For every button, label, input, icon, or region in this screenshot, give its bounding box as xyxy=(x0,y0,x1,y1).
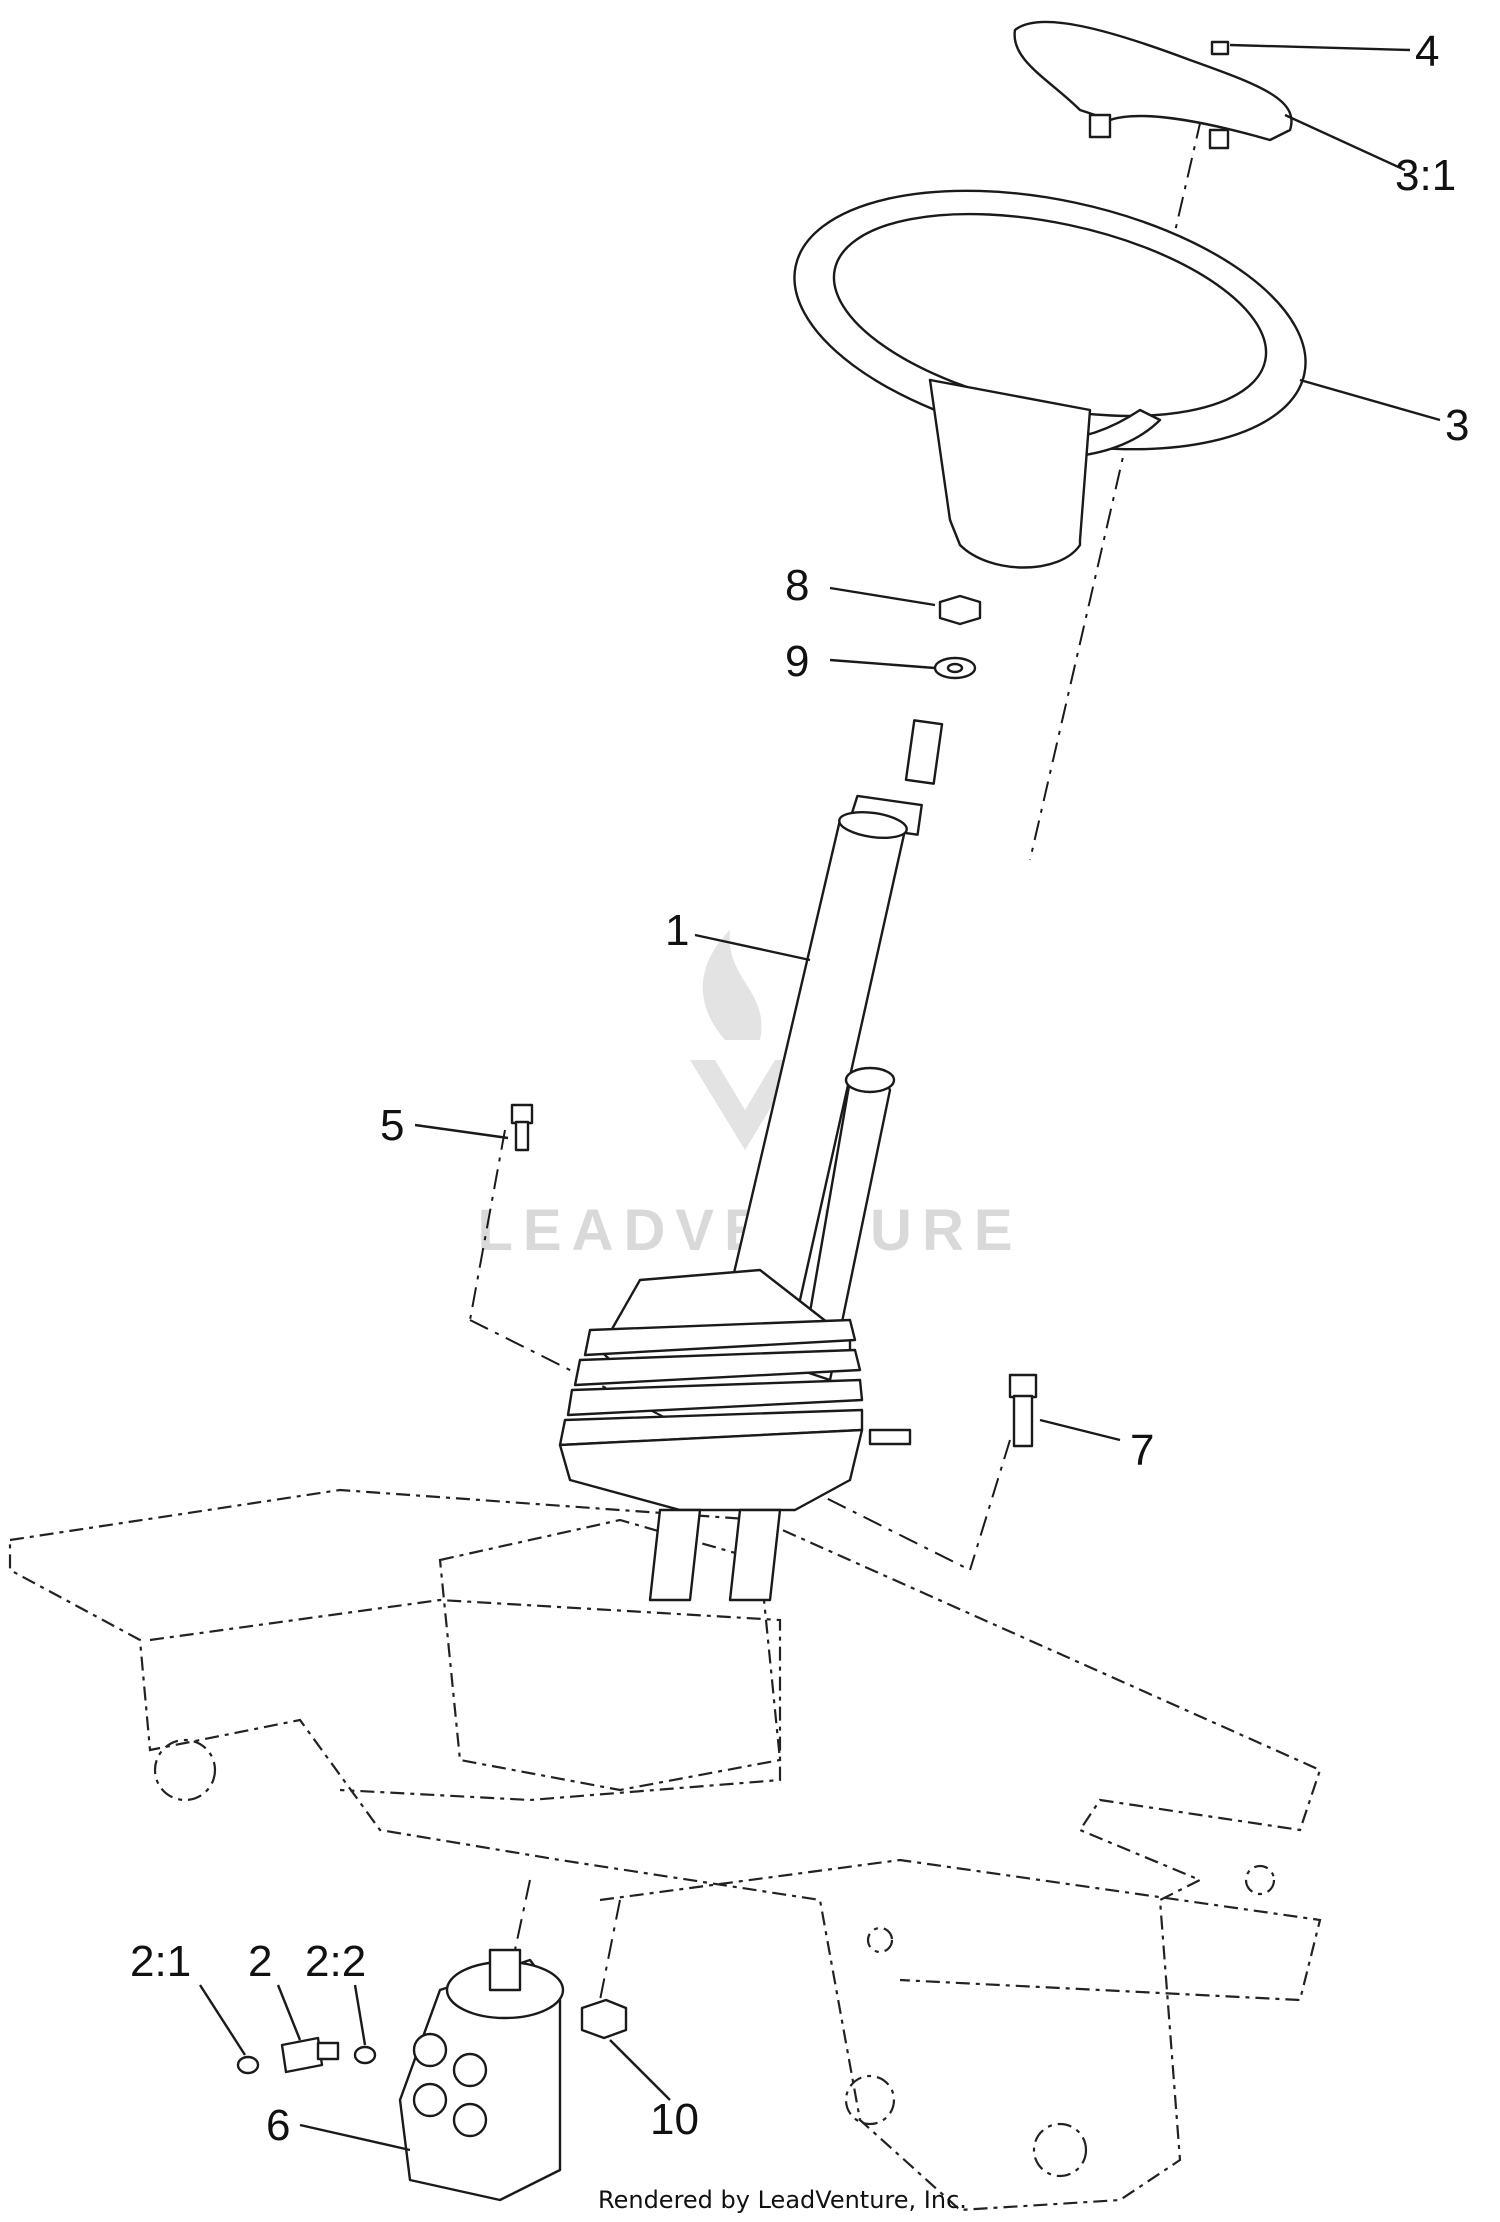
hex-nut-8 xyxy=(938,594,982,626)
nut-10 xyxy=(580,1998,628,2040)
steering-wheel xyxy=(793,189,1307,569)
screw-7 xyxy=(1008,1373,1038,1448)
callout-3: 3 xyxy=(1445,401,1469,450)
washer-9 xyxy=(933,656,977,680)
callout-9: 9 xyxy=(785,637,809,686)
frame-outline xyxy=(8,1488,1322,2212)
steering-wheel-cap xyxy=(1013,20,1293,150)
footer-credit: Rendered by LeadVenture, Inc. xyxy=(598,2186,967,2214)
callout-2: 2 xyxy=(248,1937,272,1986)
column-base-boot xyxy=(558,1268,912,1602)
o-ring-2-2 xyxy=(353,2045,377,2065)
callout-6: 6 xyxy=(266,2101,290,2150)
steering-valve xyxy=(398,1948,565,2202)
center-line-10 xyxy=(599,1899,621,2001)
steering-column xyxy=(728,719,944,1382)
center-line xyxy=(1029,79,1211,861)
callout-2-2: 2:2 xyxy=(305,1937,366,1986)
callout-7: 7 xyxy=(1130,1426,1154,1475)
cap-insert-4 xyxy=(1210,40,1230,56)
callout-5: 5 xyxy=(380,1101,404,1150)
callout-10: 10 xyxy=(650,2095,699,2144)
callout-3-1: 3:1 xyxy=(1395,151,1456,200)
leader-lines xyxy=(198,43,1441,2152)
callout-1: 1 xyxy=(665,906,689,955)
center-line-7 xyxy=(969,1439,1011,1571)
callout-2-1: 2:1 xyxy=(130,1937,191,1986)
screw-5 xyxy=(510,1103,534,1152)
callout-8: 8 xyxy=(785,561,809,610)
center-line-5 xyxy=(469,1129,506,1321)
callout-4: 4 xyxy=(1415,27,1439,76)
center-line-5b xyxy=(469,1319,971,1571)
fitting-2 xyxy=(280,2036,340,2074)
o-ring-2-1 xyxy=(236,2055,260,2075)
